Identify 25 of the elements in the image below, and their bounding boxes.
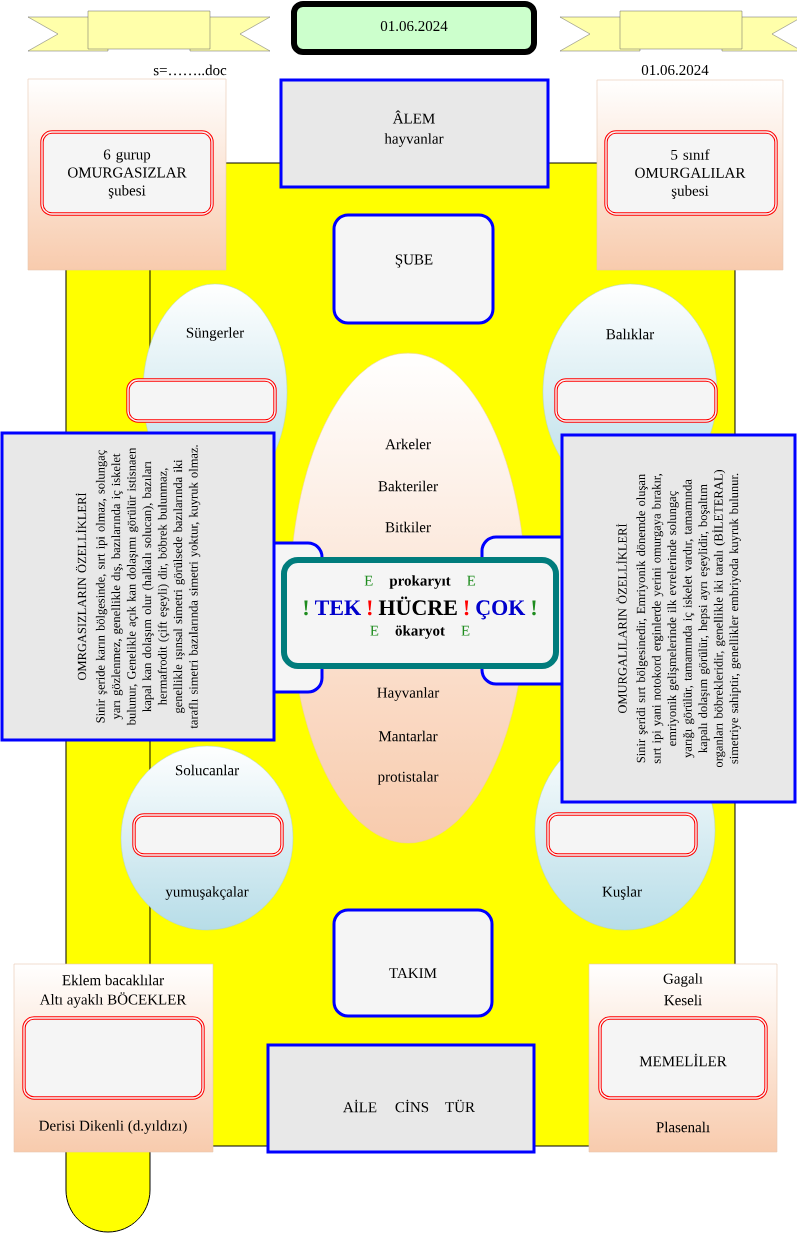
rounded-box: TAKIM bbox=[332, 908, 494, 1018]
rounded-box bbox=[554, 378, 718, 423]
rounded-box: 5 sınıf OMURGALILAR şubesi bbox=[604, 130, 778, 216]
node-label: yumuşakçalar bbox=[165, 886, 249, 900]
caption-text: s=……..doc bbox=[153, 64, 227, 76]
category-box: AİLE CİNS TÜR bbox=[266, 1043, 536, 1154]
node-label: Derisi Dikenli (d.yıldızı) bbox=[39, 1120, 187, 1134]
rounded-box bbox=[22, 1016, 205, 1100]
category-box: ÂLEM hayvanlar bbox=[279, 78, 550, 189]
rounded-box bbox=[126, 378, 277, 423]
date-box: 01.06.2024 bbox=[291, 1, 537, 55]
node-label: Eklem bacaklılar bbox=[62, 974, 164, 986]
rounded-box bbox=[546, 812, 698, 857]
text-panel: OMURGALILARIN ÖZELLİKLERİ Sinir şeridi sırt bölgesinedir, Emriyonik dönemde oluşan sırt ipi yani notokord erginlerde yerini omurgaya bırakır, emriyonik gelişmelerinde ilk evrelerinde solungaç yarığı görülür, tamamında iç iskelet vardır, tamamında kapalı dolaşım görülür, hepsi ayrı eşeylidir, boşaltım organları böbrekleridir, genellikle iki taralı (BİLETERAL) simetriye sahiptir, genellikler embriyoda kuyruk bulunur. bbox=[560, 433, 797, 804]
caption-text: 01.06.2024 bbox=[641, 64, 709, 76]
rounded-box bbox=[132, 813, 284, 857]
node-label: Gagalı bbox=[663, 973, 703, 987]
text-panel: OMRGASIZLARIN ÖZELLİKLERİ Sinir şeride karın bölgesinde, sırt ipi olmaz, solungaç yarı gözlenmez, genellikle dış, bazılarında iç iskelet bulunur, Genelikle açık kan dolaşımı görülür istisnaen kapal kan dolaşım olur (halkalı solucan), bazıları hermafrodit (çift eşeyli) dir, böbrek bulunmaz, genellikle ışınsal simetri görülsede bazılarında iki taraflı simetri bazılarında simetri yoktur, kuyruk olmaz. bbox=[0, 431, 276, 742]
node-label: Keseli bbox=[664, 994, 702, 1006]
node-label: Solucanlar bbox=[175, 764, 239, 776]
rounded-box: 6 gurup OMURGASIZLAR şubesi bbox=[40, 130, 214, 216]
node-label: Altı ayaklı BÖCEKLER bbox=[39, 992, 187, 1008]
node-label: Plasenalı bbox=[656, 1121, 710, 1133]
rounded-box: ŞUBE bbox=[332, 213, 495, 325]
rounded-box: MEMELİLER bbox=[598, 1016, 768, 1100]
